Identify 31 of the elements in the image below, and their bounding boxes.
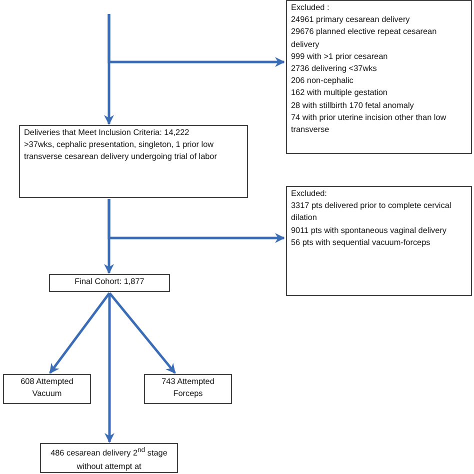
box-text: >37wks, cephalic presentation, singleton, 1 prior low transverse cesarean delivery undergoing trial of labor <box>24 139 218 164</box>
box-text: 3317 pts delivered prior to complete cervical dilation <box>291 200 452 224</box>
box-text: 24961 primary cesarean delivery <box>291 14 411 26</box>
box-text: 74 with prior uterine incision other than low transverse <box>291 112 448 136</box>
box-text: 56 pts with sequential vacuum-forceps <box>291 236 432 249</box>
box-heading: Excluded : <box>291 2 330 14</box>
box-heading: Excluded: <box>291 188 328 200</box>
box-text: Final Cohort: 1,877 <box>74 276 146 288</box>
arrow <box>49 292 110 374</box>
process-box <box>3 374 91 404</box>
box-text: 999 with >1 prior cesarean <box>291 50 389 63</box>
arrow <box>108 292 176 374</box>
box-text: 162 with multiple gestation <box>291 87 388 100</box>
process-box <box>144 374 232 404</box>
exclusion-box <box>286 0 472 154</box>
box-text: 206 non-cephalic <box>291 75 354 88</box>
process-box <box>49 274 170 292</box>
box-text: 486 cesarean delivery 2$^{nd}$ stage without attempt at <box>50 446 168 473</box>
arrow <box>104 293 114 443</box>
box-text: 9011 pts with spontaneous vaginal delivery <box>291 224 448 237</box>
box-text: 2736 delivering <37wks <box>291 63 378 76</box>
arrow <box>108 199 285 243</box>
exclusion-box <box>286 186 472 296</box>
box-text: 28 with stillbirth 170 fetal anomaly <box>291 100 415 112</box>
box-text: 29676 planned elective repeat cesarean delivery <box>291 26 438 51</box>
box-heading: Deliveries that Meet Inclusion Criteria: 14,222 <box>24 127 190 139</box>
box-text: 608 Attempted Vacuum <box>20 376 74 400</box>
box-text: 743 Attempted Forceps <box>160 376 216 400</box>
arrow <box>108 14 285 67</box>
process-box <box>40 443 178 473</box>
process-box <box>19 125 248 198</box>
